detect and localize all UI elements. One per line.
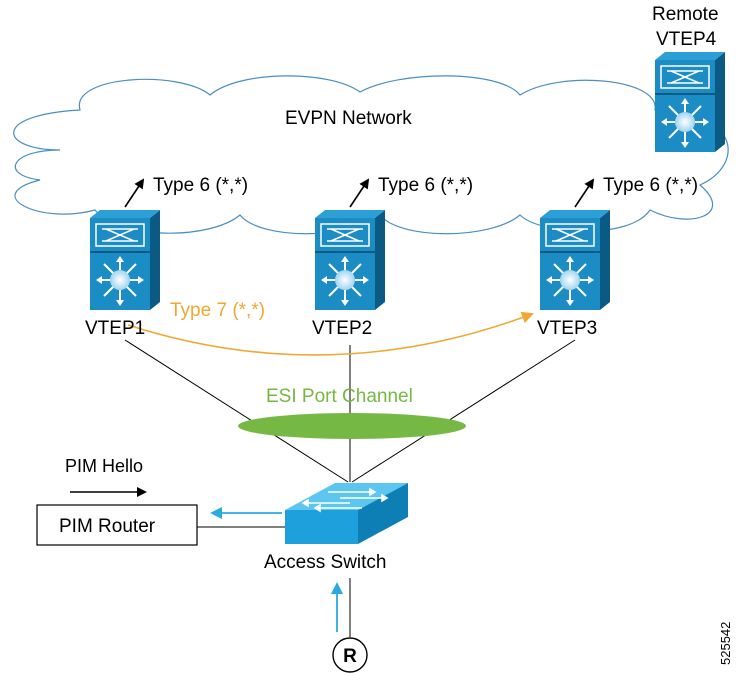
type7-label: Type 7 (*,*): [170, 300, 265, 321]
esi-label: ESI Port Channel: [266, 386, 413, 407]
link-vtep1-switch: [124, 339, 349, 483]
remote-label-line1: Remote: [652, 4, 719, 25]
figure-id: 525542: [718, 622, 733, 665]
pim-router-box: [36, 504, 198, 546]
type6-label-3: Type 6 (*,*): [603, 175, 698, 196]
vtep1-device: [89, 209, 161, 311]
remote-vtep4-device: [654, 51, 726, 153]
receiver-circle: [332, 637, 368, 673]
vtep3-label: VTEP3: [537, 318, 597, 339]
vtep2-label: VTEP2: [312, 318, 372, 339]
link-vtep3-switch: [351, 339, 576, 483]
cloud-label: EVPN Network: [285, 108, 412, 129]
receiver-label: R: [343, 646, 357, 667]
type6-label-1: Type 6 (*,*): [153, 175, 248, 196]
type7-arrow: [127, 311, 534, 356]
type6-arrow-2: [349, 178, 370, 208]
access-switch-device: [285, 483, 408, 544]
vtep2-device: [314, 209, 386, 311]
type6-label-2: Type 6 (*,*): [378, 175, 473, 196]
vtep3-device: [539, 209, 611, 311]
pim-hello-label: PIM Hello: [65, 456, 143, 476]
type6-arrow-3: [574, 178, 595, 208]
vtep1-label: VTEP1: [85, 318, 145, 339]
access-switch-label: Access Switch: [264, 552, 386, 573]
type6-arrow-1: [124, 178, 145, 208]
remote-label-line2: VTEP4: [656, 29, 717, 50]
esi-port-channel: [238, 413, 466, 439]
pim-router-label: PIM Router: [59, 516, 156, 537]
